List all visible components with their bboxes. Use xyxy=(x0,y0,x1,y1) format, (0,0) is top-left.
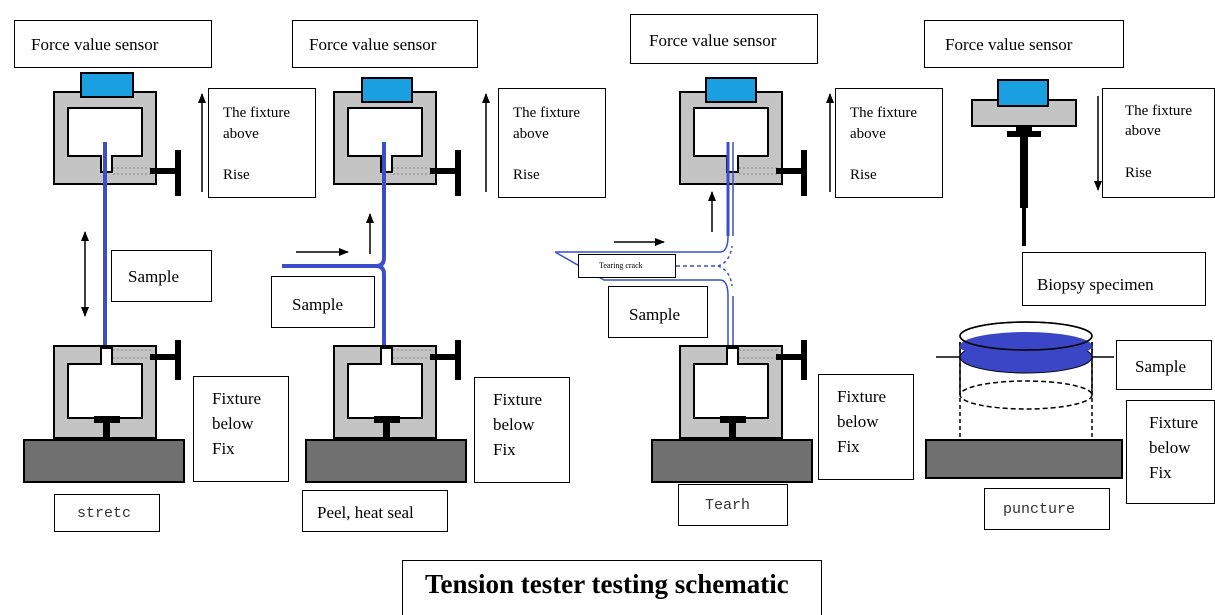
lower-fixture-text-3: Fix xyxy=(837,437,860,456)
puncture-sample-label: Sample xyxy=(1135,357,1186,376)
tear-sample-box: Sample xyxy=(608,286,708,338)
puncture-specimen-box: Biopsy specimen xyxy=(1022,252,1206,306)
diagram-title: Tension tester testing schematic xyxy=(425,569,789,599)
peel-sensor-label: Force value sensor xyxy=(309,35,437,54)
tear-crack-box: Tearing crack xyxy=(578,254,676,278)
lower-fixture-text-3: Fix xyxy=(212,439,235,458)
stretch-sample-label: Sample xyxy=(128,267,179,286)
upper-fixture-text-1: The fixture xyxy=(223,105,291,121)
stretch-sample-box: Sample xyxy=(111,250,212,302)
lower-fixture-text-2: below xyxy=(212,414,254,433)
tear-caption-box: Tearh xyxy=(678,484,788,526)
tear-sensor-label: Force value sensor xyxy=(649,31,777,50)
peel-force-sensor xyxy=(361,77,413,103)
diagram-title-box: Tension tester testing schematic xyxy=(402,560,822,615)
puncture-lower-fixture-box: Fixture below Fix xyxy=(1126,400,1215,504)
stretch-panel xyxy=(23,72,206,483)
peel-base xyxy=(305,439,467,483)
peel-panel xyxy=(282,77,490,483)
puncture-sensor-label-box: Force value sensor xyxy=(924,20,1124,68)
lower-fixture-text-2: below xyxy=(1149,438,1191,457)
peel-sample-label: Sample xyxy=(292,295,343,314)
upper-fixture-text-2: above xyxy=(850,126,886,142)
lower-fixture-text-2: below xyxy=(493,415,535,434)
puncture-force-sensor xyxy=(997,79,1049,107)
upper-fixture-text-3: Rise xyxy=(223,167,250,183)
puncture-sample-box: Sample xyxy=(1116,340,1212,390)
tear-crack-label: Tearing crack xyxy=(599,261,643,270)
stretch-force-sensor xyxy=(80,72,134,98)
stretch-lower-fixture-box: Fixture below Fix xyxy=(193,376,289,482)
peel-sample-box: Sample xyxy=(271,276,375,328)
peel-caption-box: Peel, heat seal xyxy=(302,490,448,532)
tear-sample-label: Sample xyxy=(629,305,680,324)
lower-fixture-text-1: Fixture xyxy=(837,387,887,406)
tear-force-sensor xyxy=(705,77,757,103)
lower-fixture-text-3: Fix xyxy=(1149,463,1172,482)
tear-base xyxy=(651,439,813,483)
stretch-sensor-label: Force value sensor xyxy=(31,35,159,54)
peel-lower-fixture-box: Fixture below Fix xyxy=(474,377,570,483)
upper-fixture-text-2: above xyxy=(223,126,259,142)
peel-caption: Peel, heat seal xyxy=(317,503,414,522)
puncture-sample-cup xyxy=(936,321,1114,440)
upper-fixture-text-1: The fixture xyxy=(513,105,581,121)
peel-upper-clamp xyxy=(333,91,461,196)
puncture-caption: puncture xyxy=(1003,501,1076,518)
tear-upper-clamp xyxy=(679,91,807,196)
lower-fixture-text-1: Fixture xyxy=(1149,413,1199,432)
stretch-base xyxy=(23,439,185,483)
puncture-upper-fixture-box: The fixture above Rise xyxy=(1102,88,1215,198)
stretch-upper-fixture-box: The fixture above Rise xyxy=(208,88,316,198)
puncture-panel xyxy=(925,79,1123,479)
tear-lower-fixture-box: Fixture below Fix xyxy=(818,374,914,480)
lower-fixture-text-2: below xyxy=(837,412,879,431)
tear-caption: Tearh xyxy=(705,497,751,514)
lower-fixture-text-3: Fix xyxy=(493,440,516,459)
upper-fixture-text-3: Rise xyxy=(850,167,877,183)
puncture-caption-box: puncture xyxy=(984,488,1110,530)
upper-fixture-text-3: Rise xyxy=(513,167,540,183)
peel-upper-fixture-box: The fixture above Rise xyxy=(498,88,606,198)
puncture-upper-fixture xyxy=(971,99,1077,246)
stretch-lower-clamp xyxy=(53,340,181,439)
tear-upper-fixture-box: The fixture above Rise xyxy=(835,88,943,198)
tear-lower-clamp xyxy=(679,340,807,439)
lower-fixture-text-1: Fixture xyxy=(493,390,543,409)
upper-fixture-text-1: The fixture xyxy=(1125,103,1193,119)
tear-panel xyxy=(554,77,834,483)
lower-fixture-text-1: Fixture xyxy=(212,389,262,408)
puncture-base xyxy=(925,439,1123,479)
peel-lower-clamp xyxy=(333,340,461,439)
upper-fixture-text-2: above xyxy=(513,126,549,142)
tear-sample-strip xyxy=(554,142,734,382)
peel-sensor-label-box: Force value sensor xyxy=(292,20,478,68)
puncture-specimen-label: Biopsy specimen xyxy=(1037,275,1154,294)
stretch-sensor-label-box: Force value sensor xyxy=(14,20,212,68)
tear-sensor-label-box: Force value sensor xyxy=(630,14,818,64)
stretch-upper-clamp xyxy=(53,91,181,196)
upper-fixture-text-3: Rise xyxy=(1125,165,1152,181)
upper-fixture-text-1: The fixture xyxy=(850,105,918,121)
stretch-caption: stretc xyxy=(77,505,132,522)
puncture-sensor-label: Force value sensor xyxy=(945,35,1073,54)
stretch-caption-box: stretc xyxy=(54,494,160,532)
upper-fixture-text-2: above xyxy=(1125,123,1161,139)
